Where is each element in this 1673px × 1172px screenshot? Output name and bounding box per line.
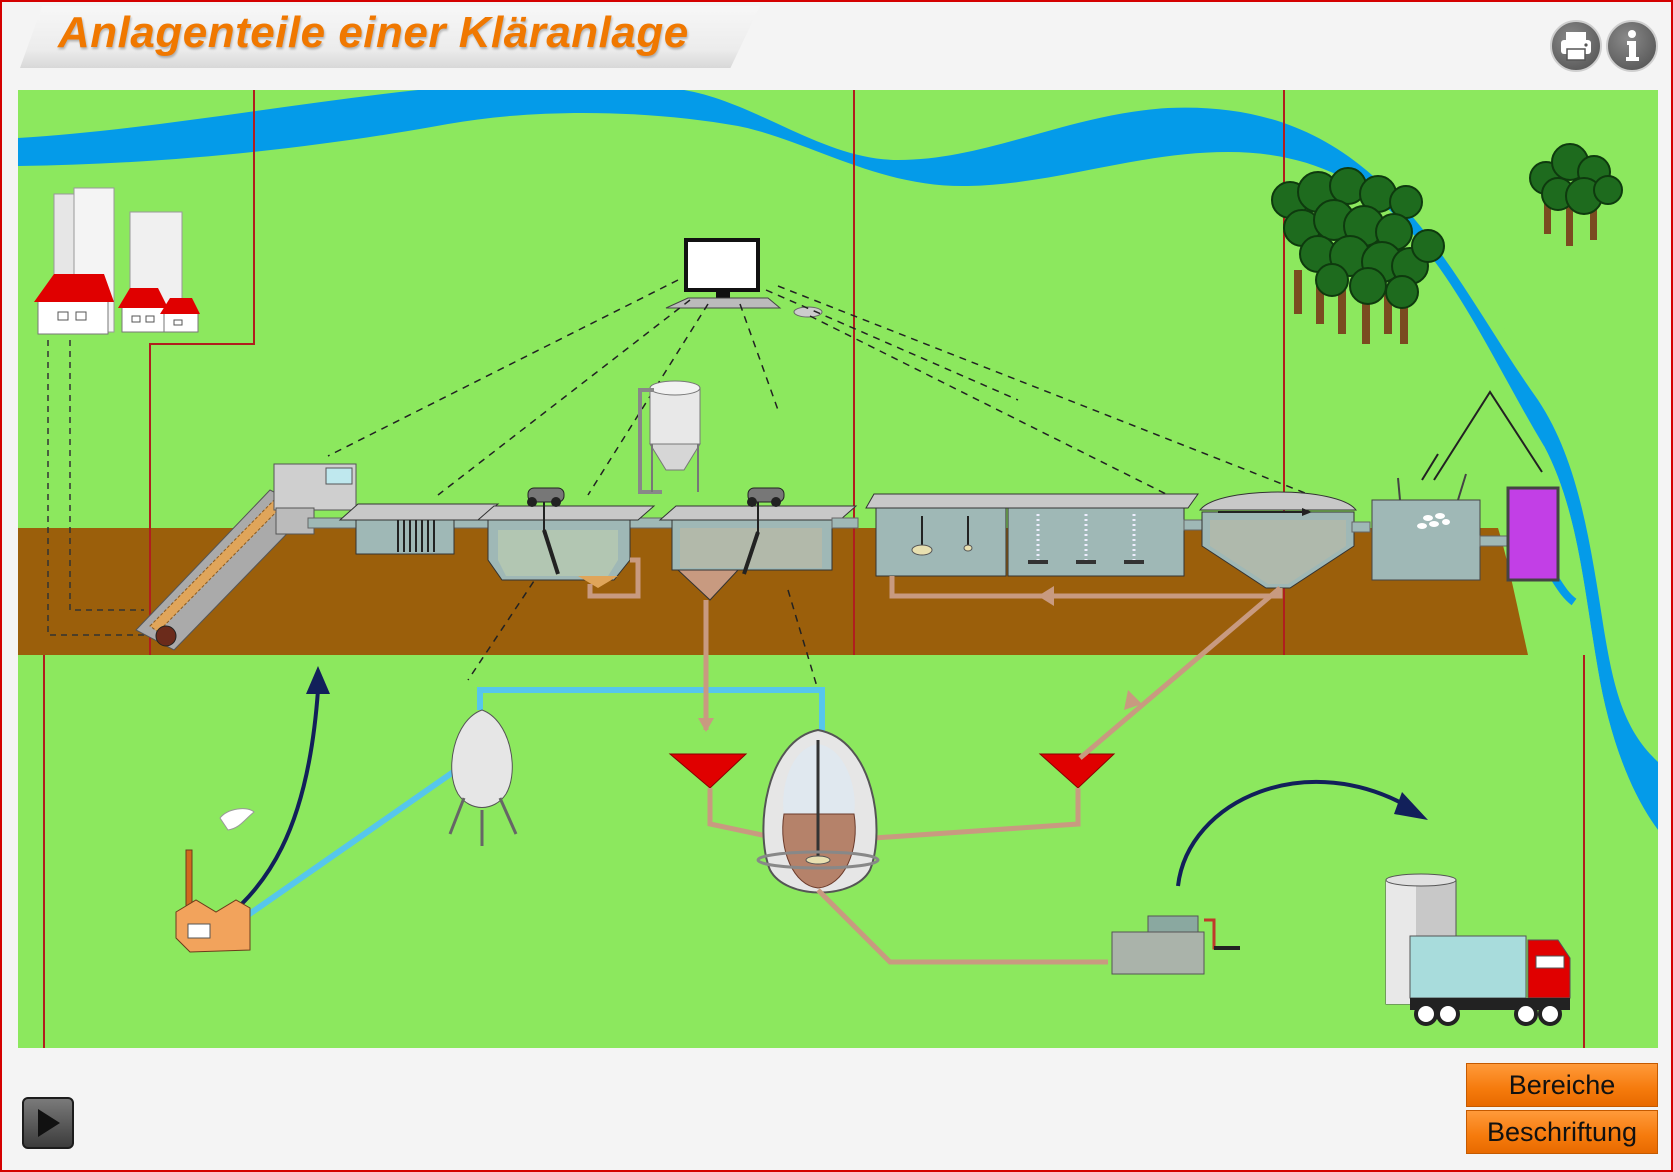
dewatering-press xyxy=(1111,915,1240,975)
sludge-transport-arrowhead xyxy=(1394,792,1428,820)
sludge-transport-arrow xyxy=(1176,779,1416,887)
gas-pipe xyxy=(477,687,825,734)
digested-sludge-line xyxy=(816,888,1108,965)
factory xyxy=(175,808,255,953)
gas-holder xyxy=(448,709,518,846)
play-icon xyxy=(38,1109,60,1137)
digester xyxy=(756,728,880,894)
screw-pump xyxy=(135,463,357,651)
chemical-silo xyxy=(638,380,701,494)
filtration-unit xyxy=(1371,390,1543,581)
bereiche-button[interactable]: Bereiche xyxy=(1466,1063,1658,1107)
house-small xyxy=(160,298,200,333)
uv-disinfection xyxy=(1506,486,1560,582)
treatment-plant-diagram xyxy=(18,90,1658,1048)
channel-4 xyxy=(1351,521,1371,533)
bar-screen xyxy=(338,503,500,555)
grit-chamber xyxy=(476,487,656,599)
energy-arrowhead xyxy=(306,666,330,694)
return-sludge-arrow xyxy=(1038,586,1054,606)
control-computer xyxy=(665,238,823,318)
sludge-line-from-clarifier xyxy=(873,788,1081,841)
grass-north-bank xyxy=(18,90,1658,760)
excess-sludge-arrow xyxy=(1124,690,1142,710)
primary-clarifier xyxy=(658,487,858,601)
info-button[interactable] xyxy=(1606,20,1658,72)
aeration-tank xyxy=(865,493,1199,577)
channel-5 xyxy=(1479,535,1511,547)
secondary-clarifier xyxy=(1198,491,1358,589)
region-line-1 xyxy=(149,90,255,655)
sewer-line-2 xyxy=(69,340,144,611)
printer-icon xyxy=(1561,32,1591,61)
sludge-line-to-digester xyxy=(707,788,777,841)
sludge-funnel-2 xyxy=(1038,753,1116,789)
info-icon xyxy=(1626,30,1639,61)
forest-trees xyxy=(1271,143,1623,344)
channel-2 xyxy=(831,517,859,529)
sludge-funnel-1 xyxy=(668,753,748,789)
primary-sludge-arrow xyxy=(698,718,714,732)
sludge-truck xyxy=(1409,935,1571,1026)
print-button[interactable] xyxy=(1550,20,1602,72)
play-button[interactable] xyxy=(22,1097,74,1149)
title-bar xyxy=(20,6,760,68)
excess-sludge-line xyxy=(1078,586,1282,760)
return-sludge-line xyxy=(889,576,1283,599)
city-buildings xyxy=(34,187,200,335)
house-medium xyxy=(118,288,168,333)
control-links xyxy=(327,279,1329,691)
gas-pipe-to-factory xyxy=(236,749,484,925)
beschriftung-button[interactable]: Beschriftung xyxy=(1466,1110,1658,1154)
house-large xyxy=(34,274,114,335)
page-title: Anlagenteile einer Kläranlage xyxy=(58,8,689,57)
